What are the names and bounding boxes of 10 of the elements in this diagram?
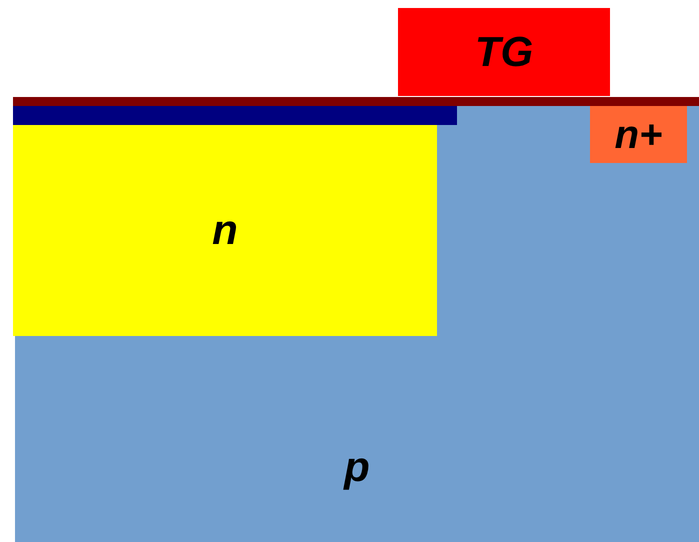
oxide-layer xyxy=(13,97,699,106)
pinning-layer xyxy=(13,106,457,125)
substrate-region xyxy=(15,106,699,542)
gate-block xyxy=(398,8,610,96)
region-label: n xyxy=(212,209,238,251)
region-label: TG xyxy=(474,31,534,73)
well-region xyxy=(13,124,437,336)
region-label: n+ xyxy=(614,114,662,154)
contact-region xyxy=(590,106,687,163)
region-label: p xyxy=(344,446,370,488)
